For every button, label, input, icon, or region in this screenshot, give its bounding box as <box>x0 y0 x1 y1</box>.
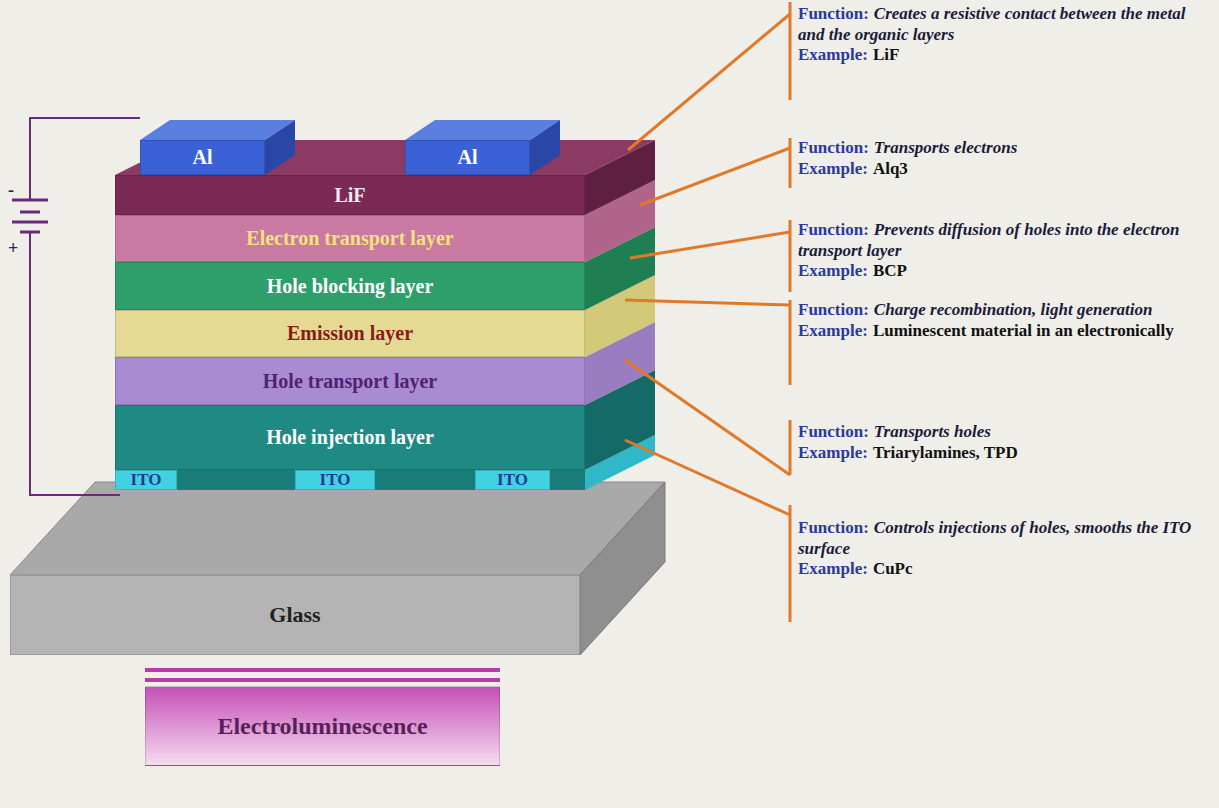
example-key: Example: <box>798 45 868 64</box>
function-text: Charge recombination, light generation <box>874 300 1153 319</box>
function-key: Function: <box>798 422 869 441</box>
example-key: Example: <box>798 559 868 578</box>
ito-electrode: ITO <box>115 470 177 490</box>
example-line: Example: Triarylamines, TPD <box>798 443 1203 464</box>
callout-text: Function:Controls injections of holes, s… <box>798 518 1203 580</box>
glass-substrate: Glass <box>10 575 580 655</box>
lif-layer: LiF <box>115 175 585 215</box>
function-text: Transports holes <box>874 422 991 441</box>
function-key: Function: <box>798 300 869 319</box>
example-text: Luminescent material in an electronicall… <box>873 321 1174 340</box>
hbl-layer: Hole blocking layer <box>115 262 585 310</box>
layer-label: Hole transport layer <box>263 370 437 393</box>
function-key: Function: <box>798 518 869 537</box>
layer-label: LiF <box>334 184 365 207</box>
callout-text: Function:Creates a resistive contact bet… <box>798 4 1203 66</box>
layer-label: Al <box>193 146 213 169</box>
ito-electrode: ITO <box>475 470 550 490</box>
layer-label: Glass <box>269 602 320 628</box>
layer-label: Hole injection layer <box>266 426 434 449</box>
example-text: CuPc <box>873 559 913 578</box>
example-text: BCP <box>873 261 907 280</box>
example-line: Example: Luminescent material in an elect… <box>798 321 1203 342</box>
function-line: Function: Charge recombination, light gen… <box>798 300 1203 321</box>
electrode-pad: Al <box>405 140 530 175</box>
hil-layer: Hole injection layer <box>115 405 585 470</box>
example-key: Example: <box>798 443 868 462</box>
layer-label: ITO <box>320 470 351 490</box>
htl-layer: Hole transport layer <box>115 357 585 405</box>
example-key: Example: <box>798 159 868 178</box>
layer-label: ITO <box>497 470 528 490</box>
example-line: Example: Alq3 <box>798 159 1203 180</box>
function-line: Function: Transports electrons <box>798 138 1203 159</box>
function-line: Function:Prevents diffusion of holes int… <box>798 220 1203 261</box>
callout-text: Function:Prevents diffusion of holes int… <box>798 220 1203 282</box>
callout-text: Function: Transports holesExample: Triaryl… <box>798 422 1203 463</box>
layer-label: Emission layer <box>287 322 413 345</box>
layer-label: Electroluminescence <box>217 713 427 740</box>
polarity-sign: + <box>8 238 18 259</box>
example-line: Example: CuPc <box>798 559 1203 580</box>
example-text: Alq3 <box>873 159 908 178</box>
electrode-pad: Al <box>140 140 265 175</box>
emission-output: Electroluminescence <box>145 686 500 766</box>
layer-label: ITO <box>131 470 162 490</box>
callout-text: Function: Transports electronsExample: Alq… <box>798 138 1203 179</box>
function-key: Function: <box>798 220 869 239</box>
example-text: LiF <box>873 45 899 64</box>
layer-label: Al <box>458 146 478 169</box>
function-line: Function:Controls injections of holes, s… <box>798 518 1203 559</box>
layer-label: Electron transport layer <box>246 227 453 250</box>
example-line: Example: LiF <box>798 45 1203 66</box>
function-text: Transports electrons <box>874 138 1017 157</box>
layer-label: Hole blocking layer <box>267 275 434 298</box>
function-line: Function:Creates a resistive contact bet… <box>798 4 1203 45</box>
function-key: Function: <box>798 4 869 23</box>
example-key: Example: <box>798 261 868 280</box>
emission-layer: Emission layer <box>115 310 585 357</box>
ito-electrode: ITO <box>295 470 375 490</box>
etl-layer: Electron transport layer <box>115 215 585 262</box>
function-key: Function: <box>798 138 869 157</box>
example-key: Example: <box>798 321 868 340</box>
polarity-sign: - <box>8 180 14 201</box>
function-line: Function: Transports holes <box>798 422 1203 443</box>
example-line: Example: BCP <box>798 261 1203 282</box>
example-text: Triarylamines, TPD <box>873 443 1018 462</box>
callout-text: Function: Charge recombination, light gen… <box>798 300 1203 341</box>
